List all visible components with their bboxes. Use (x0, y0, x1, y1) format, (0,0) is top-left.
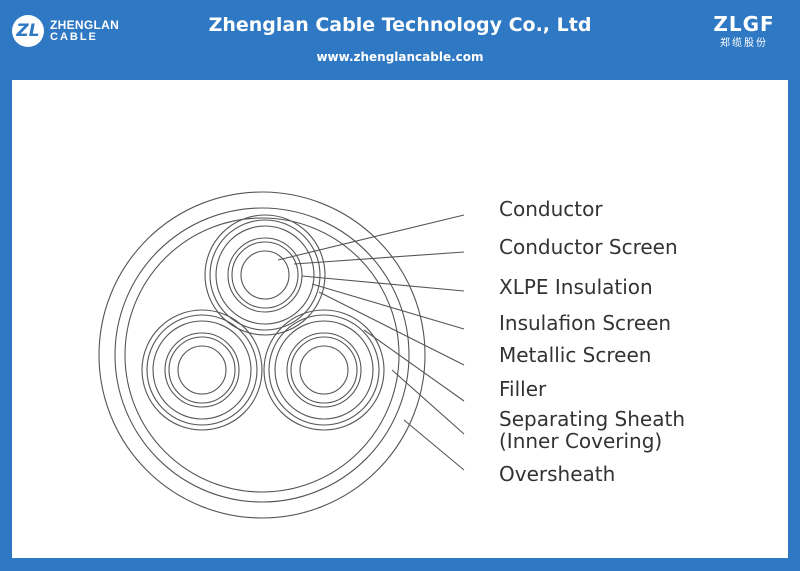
zlgf-brand-text: ZLGF (713, 12, 775, 36)
zhenglan-logo: ZL ZHENGLAN CABLE (12, 14, 142, 48)
core-bottom-left (141, 309, 263, 431)
header-banner: ZL ZHENGLAN CABLE Zhenglan Cable Technol… (0, 0, 800, 75)
cable-cross-section-diagram (98, 191, 465, 519)
zlgf-logo: ZLGF 郑缆股份 (706, 12, 782, 49)
website-url: www.zhenglancable.com (316, 50, 484, 64)
core-bottom-right (263, 309, 385, 431)
label-inner-covering: (Inner Covering) (499, 429, 663, 453)
leader-separating-sheath (391, 369, 465, 435)
label-conductor: Conductor (499, 197, 603, 221)
label-separating-sheath: Separating Sheath (499, 407, 686, 431)
label-filler: Filler (499, 377, 547, 401)
label-insulation-screen: Insulafion Screen (499, 311, 672, 335)
cable-diagram-panel: Conductor Conductor Screen XLPE Insulati… (12, 80, 788, 558)
zhenglan-logo-icon: ZL (12, 15, 44, 47)
zlgf-chinese-text: 郑缆股份 (720, 38, 768, 49)
label-xlpe-insulation: XLPE Insulation (499, 275, 653, 299)
leader-metallic-screen (318, 291, 465, 366)
oversheath-outer-ring (98, 191, 426, 519)
core-top (204, 214, 326, 336)
company-title: Zhenglan Cable Technology Co., Ltd (208, 14, 592, 36)
label-oversheath: Oversheath (499, 462, 616, 486)
leader-filler (363, 329, 465, 402)
leader-conductor (277, 214, 465, 261)
leader-oversheath (403, 419, 465, 471)
logo-word-1: ZHENGLAN (50, 18, 120, 32)
logo-word-2: CABLE (50, 31, 98, 43)
leader-xlpe-insulation (301, 275, 465, 292)
label-metallic-screen: Metallic Screen (499, 343, 652, 367)
leader-conductor-screen (293, 251, 465, 265)
label-conductor-screen: Conductor Screen (499, 235, 678, 259)
zhenglan-logo-text: ZHENGLAN CABLE (50, 19, 119, 43)
oversheath-inner-ring (114, 207, 410, 503)
leader-insulation-screen (311, 283, 465, 330)
